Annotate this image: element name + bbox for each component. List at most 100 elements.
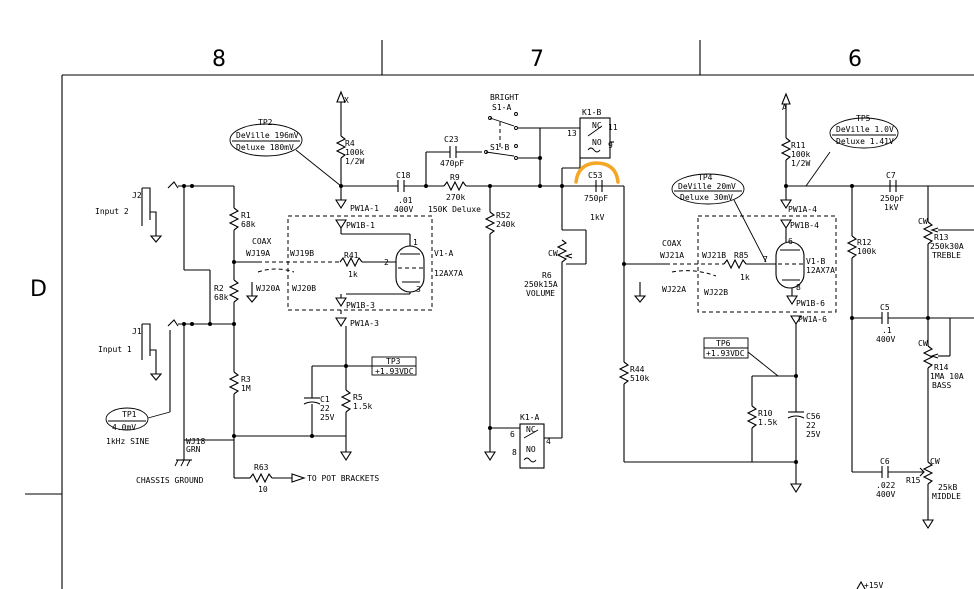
v1b-pin7: 7 [763,255,768,264]
c6-value: .022 [876,481,895,490]
r14-cw: CW [918,339,928,348]
r3-label: R3 [241,375,251,384]
pw1a4-label: PW1A-4 [788,205,817,214]
r52-label: R52 [496,211,511,220]
wj22b-label: WJ22B [704,288,728,297]
r41-label: R41 [344,251,359,260]
r13-name: TREBLE [932,251,961,260]
c23-value: 470pF [440,159,464,168]
row-d: D [30,277,47,302]
r10-label: R10 [758,409,773,418]
v1a-label: V1-A [434,249,453,258]
zone-7: 7 [530,47,544,72]
c6-label: C6 [880,457,890,466]
c53-volt: 1kV [590,213,605,222]
chassis-ground-label: CHASSIS GROUND [136,476,204,485]
r1-value: 68k [241,220,256,229]
grn-label: GRN [186,445,201,454]
c53-value: 750pF [584,194,608,203]
c18-value: .01 [398,196,413,205]
c18-label: C18 [396,171,411,180]
r12-value: 100k [857,247,876,256]
zone-6: 6 [848,47,862,72]
tp2-label: TP2 [258,118,273,127]
c5-label: C5 [880,303,890,312]
r1-label: R1 [241,211,251,220]
v1b-stage: R44 510k R85 1k COAX WJ21A WJ21B WJ22A W… [618,92,974,494]
v1a-pin1: 1 [413,238,418,247]
wj21a-label: WJ21A [660,251,684,260]
j2-label: J2 [132,191,142,200]
supply-15v-label: +15V [864,581,883,589]
r11-label: R11 [791,141,806,150]
r4-label: R4 [345,139,355,148]
r85-label: R85 [734,251,749,260]
k1b-label: K1-B [582,108,601,117]
c53-highlight [574,161,620,184]
k1b-pin11: 11 [608,123,618,132]
v1a-stage: X R4 100k 1/2W TP2 DeVille 196mV Deluxe … [229,90,463,462]
c1-volt: 25V [320,413,335,422]
r5-value: 1.5k [353,402,372,411]
tp5-deville: DeVille 1.0V [836,125,894,134]
tone-stack: C7 250pF 1kV CW R13 250k30A TREBLE R12 1… [846,171,974,589]
r15-value: 25kB [938,483,957,492]
r15-label: R15 [906,476,921,485]
r5-label: R5 [353,393,363,402]
tp4-deluxe: Deluxe 30mV [680,193,733,202]
r4-value: 100k [345,148,364,157]
r4-watt: 1/2W [345,157,364,166]
r10-value: 1.5k [758,418,777,427]
s1b-label: S1-B [490,143,509,152]
pw1b3-label: PW1B-3 [346,301,375,310]
bright-volume-section: C18 .01 400V R9 270k 150K Deluxe C23 470… [394,93,624,469]
tp1-signal: 1kHz SINE [106,437,150,446]
wj19b-label: WJ19B [290,249,314,258]
zone-frame: 8 7 6 D [25,40,974,589]
c7-value: 250pF [880,194,904,203]
tp3-value: +1.93VDC [375,367,414,376]
input-jacks: J2 Input 2 J1 Input 1 TP1 4.0mV 1kHz SIN… [95,181,234,446]
c7-volt: 1kV [884,203,899,212]
k1b-no: NO [592,138,602,147]
input-resistors: R1 68k R2 68k R3 1M R63 10 TO POT BRACKE… [136,186,379,494]
tp4-label: TP4 [698,173,713,182]
c18-volt: 400V [394,205,413,214]
tp2-deluxe: Deluxe 180mV [236,143,294,152]
c56-volt: 25V [806,430,821,439]
bright-label: BRIGHT [490,93,519,102]
r15-cw: CW [930,457,940,466]
c5-value: .1 [882,326,892,335]
pw1b1-label: PW1B-1 [346,221,375,230]
v1a-type: 12AX7A [434,269,463,278]
coax2-label: COAX [662,239,681,248]
c56-label: C56 [806,412,821,421]
coax1-label: COAX [252,237,271,246]
wj20b-label: WJ20B [292,284,316,293]
v1b-pin8: 8 [796,283,801,292]
v1b-type: 12AX7A [806,266,835,275]
c53-label: C53 [588,171,603,180]
tp5-label: TP5 [856,114,871,123]
j1-label: J1 [132,327,142,336]
r2-value: 68k [214,293,229,302]
r9-label: R9 [450,173,460,182]
r44-label: R44 [630,365,645,374]
r52-value: 240k [496,220,515,229]
r6-cw: CW [548,249,558,258]
r13-label: R13 [934,233,949,242]
r2-label: R2 [214,284,224,293]
tp1-value: 4.0mV [112,423,136,432]
c1-value: 22 [320,404,330,413]
tp3-label: TP3 [386,357,401,366]
pw1b4-label: PW1B-4 [790,221,819,230]
r63-label: R63 [254,463,269,472]
wj20a-label: WJ20A [256,284,280,293]
k1a-pin6: 6 [510,430,515,439]
r6-label: R6 [542,271,552,280]
k1b-pin9: 9 [608,141,613,150]
r13-value: 250k30A [930,242,964,251]
r3-value: 1M [241,384,251,393]
k1a-pin4: 4 [546,437,551,446]
